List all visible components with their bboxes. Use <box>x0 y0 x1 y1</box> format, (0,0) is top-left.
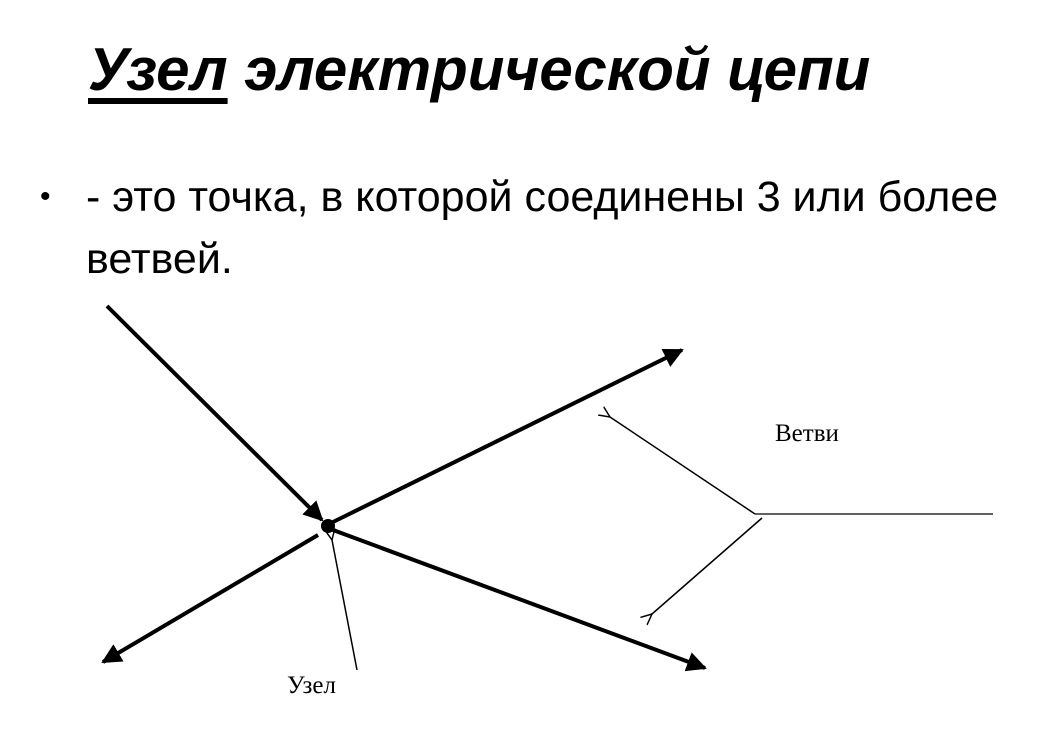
title-rest: электрической цепи <box>227 36 871 103</box>
branches-label: Ветви <box>775 420 839 447</box>
title-term: Узел <box>88 36 228 103</box>
branch-line-1 <box>105 304 324 522</box>
definition-text: - это точка, в которой соединены 3 или б… <box>86 173 999 283</box>
slide-title: Узел электрической цепи <box>88 30 870 110</box>
node-dot <box>321 519 335 533</box>
branch-pointer-arrow-lower <box>652 517 763 614</box>
branch-line-4 <box>101 533 320 664</box>
node-label: Узел <box>287 672 336 699</box>
bullet-icon: • <box>40 180 51 213</box>
node-pointer-arrow <box>332 540 358 671</box>
branch-line-2 <box>332 348 684 524</box>
branch-line-3 <box>332 528 707 672</box>
branch-pointer-arrow-upper <box>610 417 756 515</box>
